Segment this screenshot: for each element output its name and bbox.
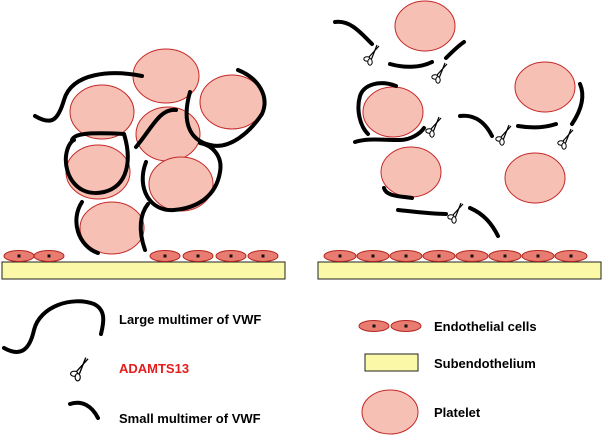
legend-endothelial-symbol bbox=[358, 320, 422, 332]
legend-large-multimer-label: Large multimer of VWF bbox=[119, 312, 261, 327]
legend: Large multimer of VWF ADAMTS13 Small mul… bbox=[2, 299, 537, 435]
legend-scissors-icon bbox=[69, 356, 89, 382]
legend-endothelial-label: Endothelial cells bbox=[434, 319, 537, 334]
legend-subendothelium-label: Subendothelium bbox=[434, 356, 536, 371]
vwf-large-multimers-left bbox=[33, 68, 267, 255]
legend-adamts13-label: ADAMTS13 bbox=[119, 361, 189, 376]
legend-small-multimer-symbol bbox=[68, 400, 100, 420]
subendothelium-left bbox=[1, 261, 286, 280]
endothelial-cells-left bbox=[3, 250, 279, 262]
legend-large-multimer-symbol bbox=[2, 299, 106, 354]
right-panel bbox=[317, 0, 602, 280]
endothelial-cells-right bbox=[323, 250, 588, 262]
legend-platelet-symbol bbox=[361, 389, 419, 435]
vwf-small-fragments-right bbox=[333, 19, 585, 238]
legend-subendothelium-symbol bbox=[364, 353, 419, 372]
platelets-left bbox=[65, 48, 265, 255]
legend-small-multimer-label: Small multimer of VWF bbox=[119, 411, 261, 426]
platelets-right bbox=[362, 0, 576, 204]
left-panel bbox=[1, 48, 286, 280]
legend-platelet-label: Platelet bbox=[434, 405, 481, 420]
subendothelium-right bbox=[317, 261, 602, 280]
